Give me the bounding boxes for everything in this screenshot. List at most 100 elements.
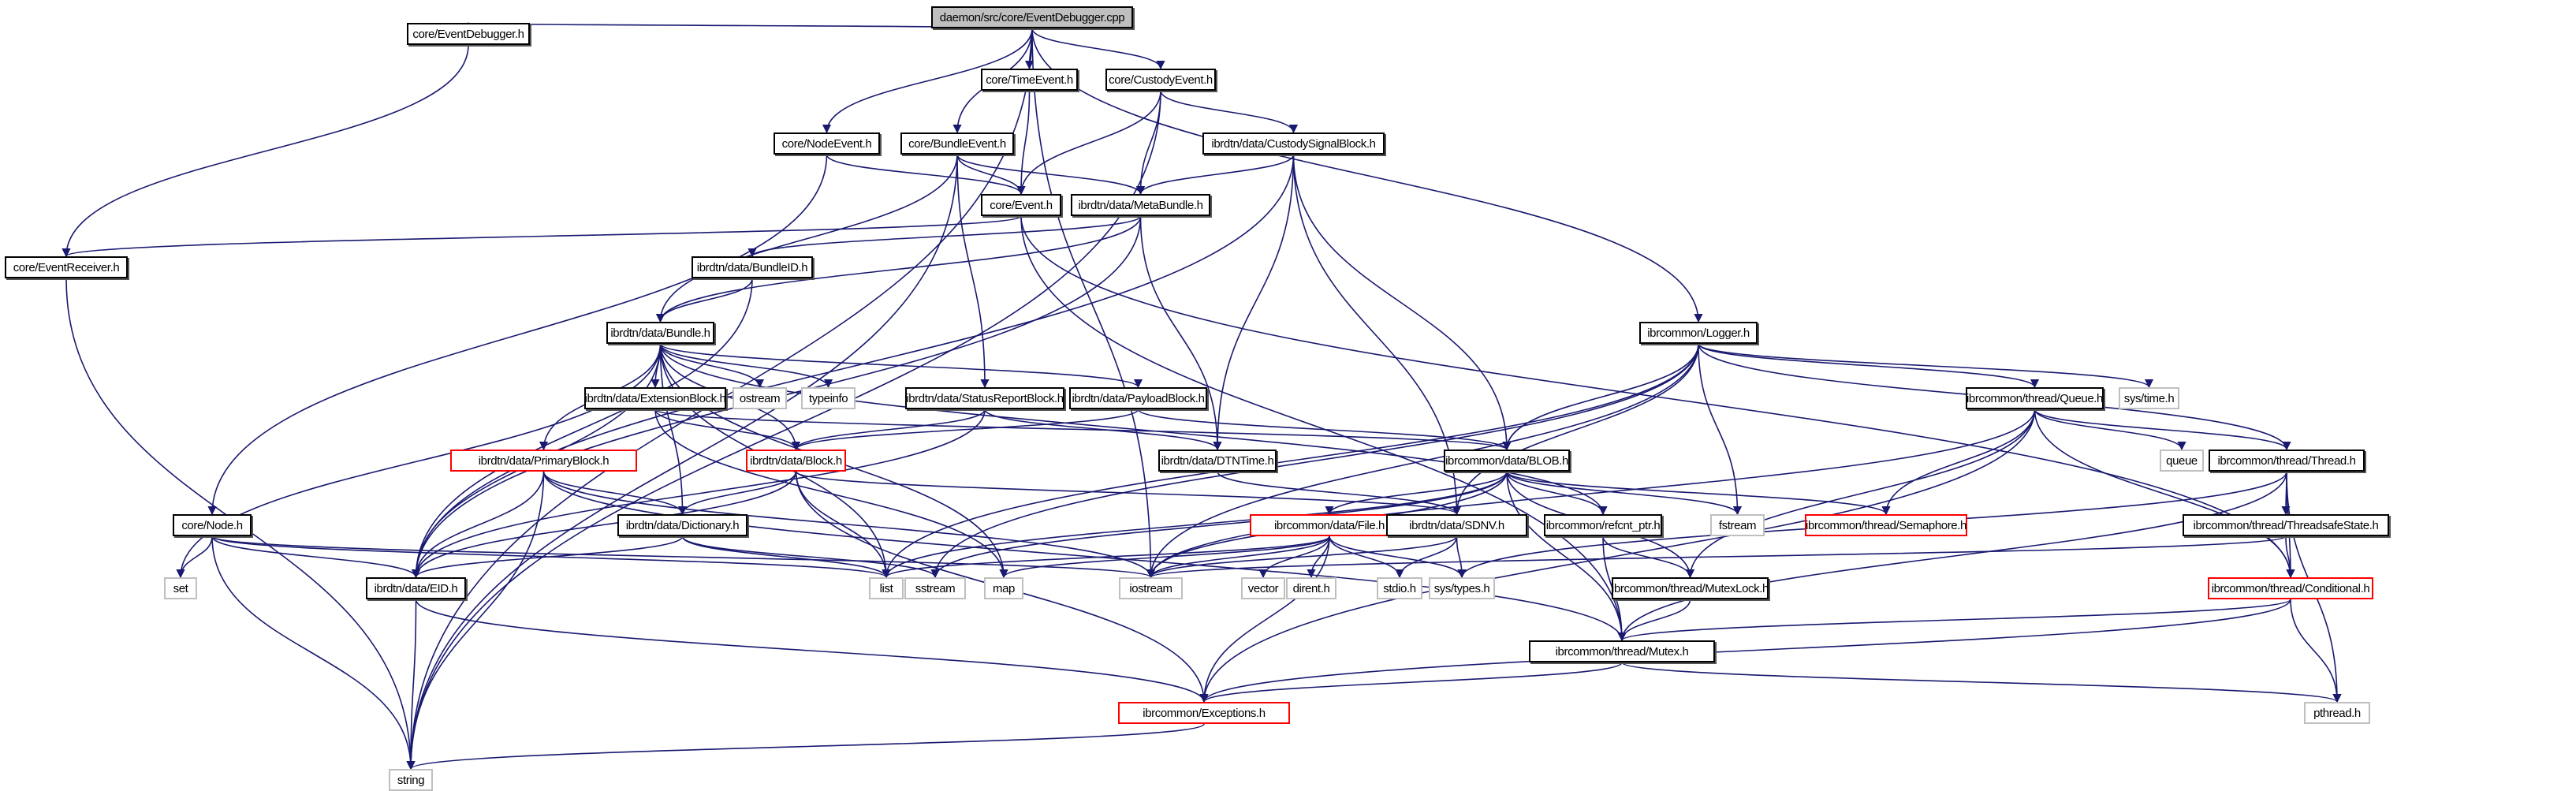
edge-Bundle_h-to-PayloadBlock_h xyxy=(659,343,1143,389)
node-thread-h[interactable]: ibrcommon/thread/Thread.h xyxy=(2209,450,2365,472)
node-threadsafestate-h[interactable]: ibrcommon/thread/ThreadsafeState.h xyxy=(2183,514,2389,536)
node-queue: queue xyxy=(2160,450,2204,472)
node-mutex-h[interactable]: ibrcommon/thread/Mutex.h xyxy=(1529,640,1715,662)
node-core-nodeevent-h[interactable]: core/NodeEvent.h xyxy=(774,132,880,155)
node-blob-h[interactable]: ibrcommon/data/BLOB.h xyxy=(1444,450,1570,472)
node-primaryblock-h[interactable]: ibrdtn/data/PrimaryBlock.h xyxy=(450,450,637,472)
node-list: list xyxy=(869,577,904,599)
node-sdnv-h[interactable]: ibrdtn/data/SDNV.h xyxy=(1386,514,1527,536)
edge-Logger_h-to-SDNV_h xyxy=(1452,343,1699,516)
edge-Logger_h-to-sys_time_h xyxy=(1698,343,2153,389)
node-core-bundleevent-h[interactable]: core/BundleEvent.h xyxy=(900,132,1014,155)
edge-BLOB_h-to-fstream xyxy=(1506,471,1742,516)
node-fstream: fstream xyxy=(1710,514,1765,536)
edge-Event_h-to-EventReceiver_h xyxy=(62,215,1022,258)
edge-PrimaryBlock_h-to-iostream xyxy=(542,471,1155,579)
node-custodysignalblock-h[interactable]: ibrdtn/data/CustodySignalBlock.h xyxy=(1202,132,1385,155)
edge-Mutex_h-to-Exceptions_h xyxy=(1199,662,1623,703)
node-semaphore-h[interactable]: ibrcommon/thread/Semaphore.h xyxy=(1805,514,1967,536)
edge-Block_h-to-EID_h xyxy=(411,471,797,579)
node-metabundle-h[interactable]: ibrdtn/data/MetaBundle.h xyxy=(1071,194,1210,216)
node-dictionary-h[interactable]: ibrdtn/data/Dictionary.h xyxy=(617,514,747,536)
edge-Dictionary_h-to-EID_h xyxy=(412,535,684,579)
edge-Conditional_h-to-Mutex_h xyxy=(1617,599,2291,642)
edge-BundleEvent_h-to-MetaBundle_h xyxy=(956,154,1146,196)
node-conditional-h[interactable]: ibrcommon/thread/Conditional.h xyxy=(2208,577,2373,599)
node-statusreportblock-h[interactable]: ibrdtn/data/StatusReportBlock.h xyxy=(905,387,1064,409)
edge-EID_h-to-Exceptions_h xyxy=(415,599,1209,703)
edge-BundleEvent_h-to-Event_h xyxy=(956,154,1026,196)
edge-PrimaryBlock_h-to-EID_h xyxy=(411,471,545,579)
node-payloadblock-h[interactable]: ibrdtn/data/PayloadBlock.h xyxy=(1069,387,1207,409)
edge-File_h-to-stdio_h xyxy=(1329,535,1404,579)
node-dtntime-h[interactable]: ibrdtn/data/DTNTime.h xyxy=(1158,450,1277,472)
edge-CustodySignalBlock_h-to-DTNTime_h xyxy=(1213,154,1295,451)
node-map: map xyxy=(984,577,1023,599)
edge-CustodyEvent_h-to-MetaBundle_h xyxy=(1135,90,1161,196)
node-sys-types-h: sys/types.h xyxy=(1429,577,1495,599)
edge-TimeEvent_h-to-Event_h xyxy=(1016,90,1031,196)
edge-BundleID_h-to-EID_h xyxy=(411,278,753,579)
node-core-node-h[interactable]: core/Node.h xyxy=(173,514,252,536)
edge-Logger_h-to-Queue_h xyxy=(1698,343,2039,389)
edge-Queue_h-to-queue xyxy=(2034,409,2186,451)
edge-Exceptions_h-to-string xyxy=(406,723,1205,770)
edge-CustodyEvent_h-to-CustodySignalBlock_h xyxy=(1160,90,1299,134)
node-string: string xyxy=(389,769,433,791)
edge-Bundle_h-to-ostream xyxy=(659,343,765,389)
edge-Block_h-to-SDNV_h xyxy=(795,471,1461,516)
edge-ExtensionBlock_h-to-Block_h xyxy=(654,409,801,451)
node-core-eventdebugger-h[interactable]: core/EventDebugger.h xyxy=(407,23,530,45)
node-bundle-h[interactable]: ibrdtn/data/Bundle.h xyxy=(606,322,714,344)
edge-SDNV_h-to-stdio_h xyxy=(1395,535,1458,579)
node-extensionblock-h[interactable]: ibrdtn/data/ExtensionBlock.h xyxy=(584,387,726,409)
node-dirent-h: dirent.h xyxy=(1286,577,1336,599)
edge-StatusReportBlock_h-to-Block_h xyxy=(791,409,986,451)
node-typeinfo: typeinfo xyxy=(801,387,856,409)
edge-File_h-to-sys_types_h xyxy=(1329,535,1467,579)
node-eid-h[interactable]: ibrdtn/data/EID.h xyxy=(366,577,466,599)
edge-BLOB_h-to-File_h xyxy=(1325,471,1508,516)
node-iostream: iostream xyxy=(1119,577,1183,599)
edge-BLOB_h-to-Mutex_h xyxy=(1506,471,1627,642)
edge-Node_h-to-iostream xyxy=(211,535,1155,579)
edge-SDNV_h-to-sys_types_h xyxy=(1456,535,1467,579)
edge-File_h-to-map xyxy=(999,535,1330,579)
edge-EventDebugger_h-to-EventReceiver_h xyxy=(62,44,469,258)
edge-Queue_h-to-Thread_h xyxy=(2034,409,2291,451)
edge-PayloadBlock_h-to-Block_h xyxy=(792,409,1139,451)
node-file-h[interactable]: ibrcommon/data/File.h xyxy=(1250,514,1409,536)
node-core-timeevent-h[interactable]: core/TimeEvent.h xyxy=(981,69,1078,91)
node-exceptions-h[interactable]: ibrcommon/Exceptions.h xyxy=(1118,702,1290,724)
node-core-event-h[interactable]: core/Event.h xyxy=(981,194,1061,216)
node-core-eventreceiver-h[interactable]: core/EventReceiver.h xyxy=(5,256,128,278)
node-ostream: ostream xyxy=(733,387,787,409)
edge-Conditional_h-to-Exceptions_h xyxy=(1199,599,2291,703)
edge-BLOB_h-to-refcnt_ptr_h xyxy=(1506,471,1608,516)
edge-Event_h-to-Mutex_h xyxy=(1020,215,1627,642)
edge-Dictionary_h-to-list xyxy=(681,535,891,579)
node-queue-h[interactable]: ibrcommon/thread/Queue.h xyxy=(1966,387,2104,409)
edge-ExtensionBlock_h-to-map xyxy=(654,409,1008,579)
node-block-h[interactable]: ibrdtn/data/Block.h xyxy=(746,450,846,472)
edge-NodeEvent_h-to-Node_h xyxy=(207,154,828,516)
edge-ExtensionBlock_h-to-BLOB_h xyxy=(654,409,1512,451)
node-core-custodyevent-h[interactable]: core/CustodyEvent.h xyxy=(1105,69,1216,91)
edge-root-to-CustodyEvent_h xyxy=(1031,28,1165,70)
edge-File_h-to-list xyxy=(882,535,1330,579)
node-refcnt-ptr-h[interactable]: ibrcommon/refcnt_ptr.h xyxy=(1544,514,1662,536)
node-logger-h[interactable]: ibrcommon/Logger.h xyxy=(1639,322,1758,344)
edge-CustodySignalBlock_h-to-MetaBundle_h xyxy=(1135,154,1295,196)
edge-Bundle_h-to-refcnt_ptr_h xyxy=(659,343,1608,516)
edge-MetaBundle_h-to-Bundle_h xyxy=(655,215,1142,323)
edge-StatusReportBlock_h-to-DTNTime_h xyxy=(984,409,1222,451)
node-sstream: sstream xyxy=(904,577,966,599)
edge-root-to-NodeEvent_h xyxy=(822,28,1033,134)
node-sys-time-h: sys/time.h xyxy=(2119,387,2179,409)
edge-File_h-to-iostream xyxy=(1146,535,1330,579)
node-mutexlock-h[interactable]: ibrcommon/thread/MutexLock.h xyxy=(1612,577,1769,599)
edge-BLOB_h-to-list xyxy=(882,471,1508,579)
node-bundleid-h[interactable]: ibrdtn/data/BundleID.h xyxy=(692,256,813,278)
